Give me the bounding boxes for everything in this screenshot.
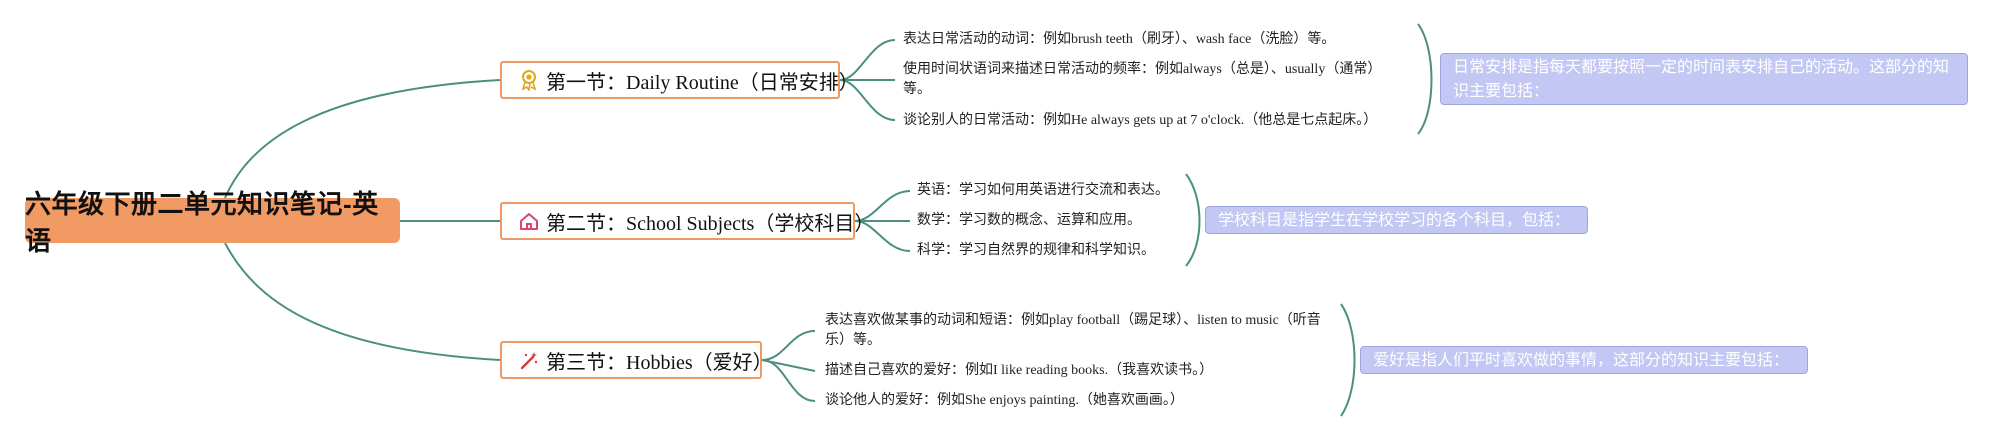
topic-school-subjects[interactable]: 第二节：School Subjects（学校科目） [500, 202, 874, 240]
list-item: 谈论别人的日常活动：例如He always gets up at 7 o'clo… [903, 113, 1378, 128]
topic-daily-routine[interactable]: 第一节：Daily Routine（日常安排） [500, 61, 859, 99]
summary-text: 日常安排是指每天都要按照一定的时间表安排自己的活动。这部分的知识主要包括： [1453, 57, 1950, 100]
list-item: 英语：学习如何用英语进行交流和表达。 [917, 183, 1169, 198]
summary-text: 学校科目是指学生在学校学习的各个科目，包括： [1218, 210, 1571, 229]
connector-t1-leaf-3 [839, 79, 896, 121]
connector-root-topic-3 [224, 242, 501, 361]
connector-t3-leaf-1 [761, 330, 816, 361]
connector-t1-leaf-1 [839, 39, 896, 81]
list-item: 描述自己喜欢的爱好：例如I like reading books.（我喜欢读书。… [825, 363, 1214, 378]
summary-brace-1 [1417, 23, 1433, 135]
list-item: 数学：学习数的概念、运算和应用。 [917, 213, 1141, 228]
magic-wand-icon [518, 349, 540, 371]
connector-root-topic-1 [224, 79, 501, 199]
summary-box-school-subjects[interactable]: 学校科目是指学生在学校学习的各个科目，包括： [1205, 206, 1588, 234]
summary-brace-3 [1340, 303, 1356, 417]
summary-text: 爱好是指人们平时喜欢做的事情，这部分的知识主要包括： [1373, 350, 1790, 369]
topic-hobbies[interactable]: 第三节：Hobbies（爱好） [500, 341, 773, 379]
topic-title: 第一节：Daily Routine（日常安排） [546, 71, 859, 94]
topic-title: 第二节：School Subjects（学校科目） [546, 212, 875, 235]
list-item: 使用时间状语词来描述日常活动的频率：例如always（总是）、usually（通… [903, 62, 1382, 97]
list-item: 科学：学习自然界的规律和科学知识。 [917, 243, 1155, 258]
list-item: 表达喜欢做某事的动词和短语：例如play football（踢足球）、liste… [825, 313, 1321, 348]
topic-title: 第三节：Hobbies（爱好） [546, 351, 773, 374]
root-title: 六年级下册二单元知识笔记-英语 [25, 188, 379, 256]
summary-box-daily-routine[interactable]: 日常安排是指每天都要按照一定的时间表安排自己的活动。这部分的知识主要包括： [1440, 53, 1968, 105]
root-node[interactable]: 六年级下册二单元知识笔记-英语 [25, 189, 400, 256]
list-item: 表达日常活动的动词：例如brush teeth（刷牙）、wash face（洗脸… [903, 32, 1336, 47]
list-item: 谈论他人的爱好：例如She enjoys painting.（她喜欢画画。） [825, 393, 1184, 408]
house-icon [518, 210, 540, 232]
connector-t3-leaf-3 [761, 359, 816, 402]
award-icon [518, 69, 540, 91]
summary-box-hobbies[interactable]: 爱好是指人们平时喜欢做的事情，这部分的知识主要包括： [1360, 346, 1808, 374]
connector-t2-leaf-3 [854, 220, 911, 252]
summary-brace-2 [1185, 173, 1201, 267]
